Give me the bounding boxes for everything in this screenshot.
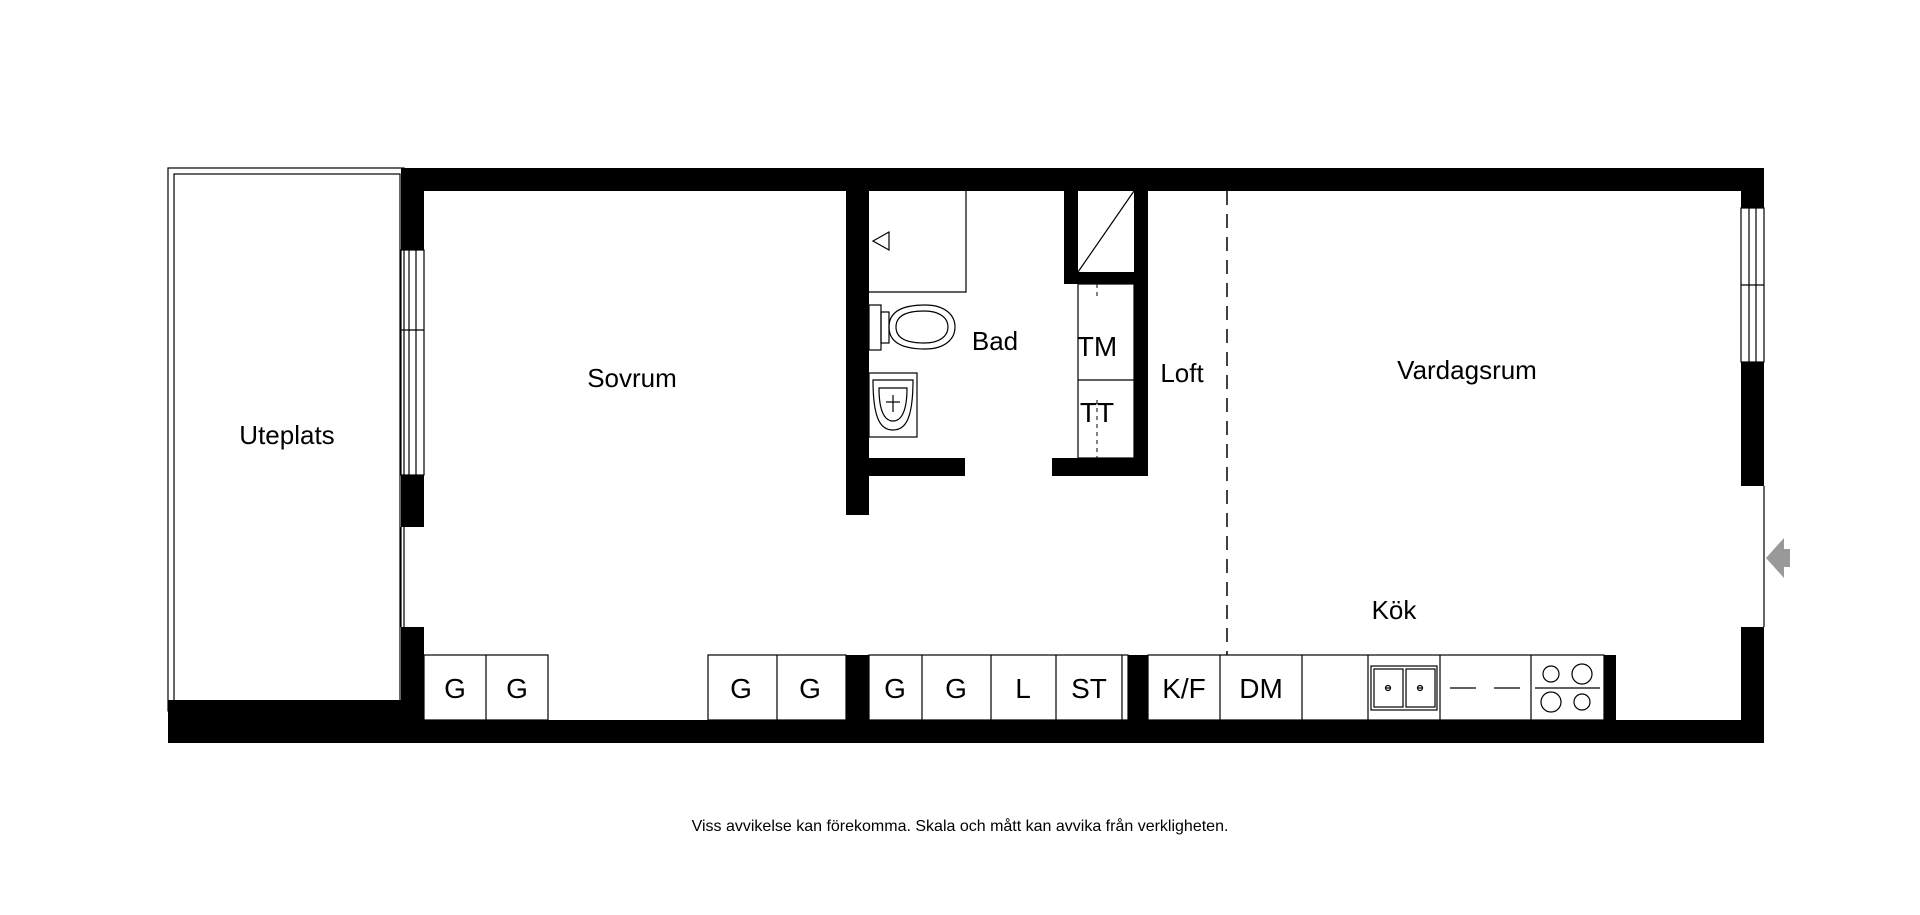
cabinet-label-st: ST — [1071, 673, 1107, 704]
sink-icon — [868, 372, 918, 438]
stove-icon — [1535, 663, 1600, 713]
exterior-walls — [168, 168, 1764, 743]
shower-icon — [869, 191, 967, 293]
cabinet-separator-3 — [1604, 655, 1616, 720]
disclaimer-text: Viss avvikelse kan förekomma. Skala och … — [691, 818, 1229, 835]
room-label-uteplats: Uteplats — [239, 420, 334, 450]
cabinet-row-kitchen — [1147, 654, 1605, 721]
cabinet-label-g1: G — [444, 673, 466, 704]
closet-walls — [1052, 191, 1148, 476]
closet-shelf — [1077, 190, 1135, 273]
cabinet-label-dm: DM — [1239, 673, 1283, 704]
cabinet-label-g4: G — [799, 673, 821, 704]
window-right — [1740, 207, 1765, 363]
appliance-label-tt: TT — [1080, 397, 1114, 428]
cabinet-separator-1 — [846, 655, 869, 720]
window-left — [400, 249, 425, 476]
cabinet-label-g6: G — [945, 673, 967, 704]
cabinet-label-g3: G — [730, 673, 752, 704]
room-label-bad: Bad — [972, 326, 1018, 356]
cabinet-separator-2 — [1128, 655, 1148, 720]
cabinet-label-l: L — [1015, 673, 1031, 704]
cabinet-label-kf: K/F — [1162, 673, 1206, 704]
room-label-kok: Kök — [1372, 595, 1418, 625]
cabinet-label-g5: G — [884, 673, 906, 704]
cabinet-row-left — [423, 654, 549, 721]
toilet-icon — [868, 304, 956, 351]
room-label-loft: Loft — [1160, 358, 1204, 388]
appliance-label-tm: TM — [1077, 331, 1117, 362]
cabinet-row-bath — [868, 654, 1129, 721]
room-label-vardagsrum: Vardagsrum — [1397, 355, 1537, 385]
kitchen-sink-icon — [1370, 665, 1438, 711]
laundry-column — [1077, 283, 1135, 459]
cabinet-label-g2: G — [506, 673, 528, 704]
cabinet-row-middle — [707, 654, 847, 721]
bathroom-walls — [846, 191, 965, 515]
entrance-arrow-icon — [1766, 538, 1790, 578]
room-label-sovrum: Sovrum — [587, 363, 677, 393]
